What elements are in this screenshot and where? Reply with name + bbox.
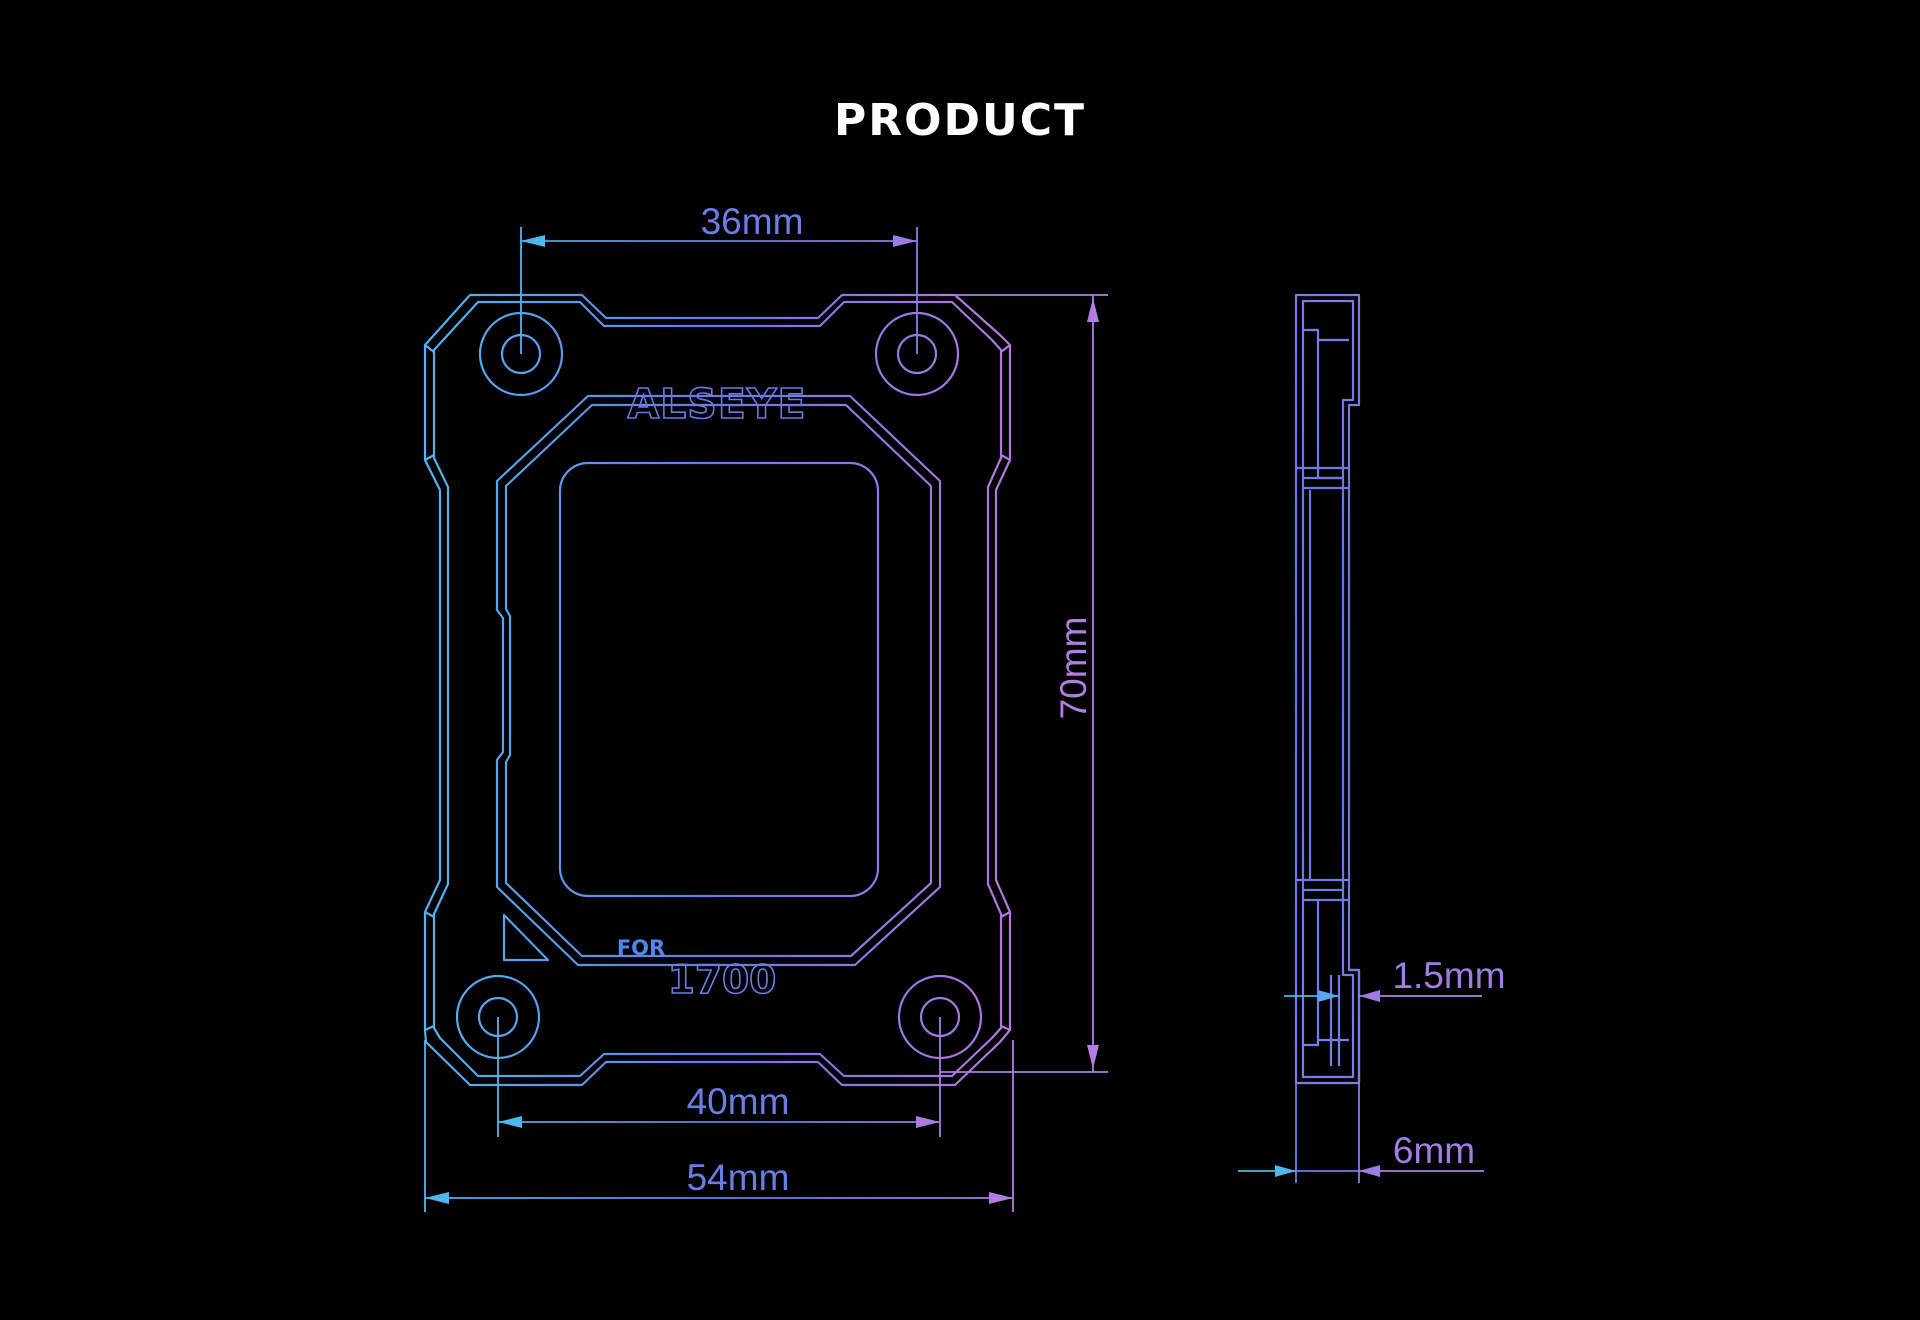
cpu-window [558, 461, 880, 898]
frame-right-notch-top [1000, 344, 1011, 461]
side-profile-inner [1301, 299, 1355, 1079]
dim-label-top-holes: 36mm [701, 201, 804, 242]
dim-label-height: 70mm [1053, 617, 1094, 720]
model-label: 1700 [668, 958, 777, 1003]
frame-outer-outline [423, 293, 1012, 1087]
frame-left-notch-top [424, 344, 435, 461]
dim-label-total-thickness: 6mm [1393, 1130, 1475, 1171]
inner-opening-inner [504, 403, 933, 958]
dim-label-overall-width: 54mm [687, 1157, 790, 1198]
brand-logo-text: ALSEYE [627, 380, 806, 428]
dim-label-step-thickness: 1.5mm [1392, 955, 1505, 996]
dim-label-bottom-holes: 40mm [687, 1081, 790, 1122]
side-profile-outer [1294, 293, 1361, 1085]
side-lower-step [1296, 878, 1349, 902]
frame-rim-outline [432, 300, 1003, 1078]
side-upper-step [1296, 466, 1349, 490]
side-pin-step [1329, 968, 1361, 1083]
inner-opening-outer [495, 394, 942, 967]
orientation-triangle-icon [502, 913, 550, 962]
page-title: PRODUCT [833, 95, 1087, 146]
side-bottom-lip [1303, 900, 1349, 1047]
frame-left-notch-bottom [424, 911, 435, 1032]
frame-right-notch-bottom [1000, 911, 1011, 1032]
front-dimensions [424, 227, 1108, 1212]
side-dimensions [1238, 990, 1484, 1183]
side-view [1294, 293, 1361, 1085]
for-label: FOR [617, 936, 665, 960]
